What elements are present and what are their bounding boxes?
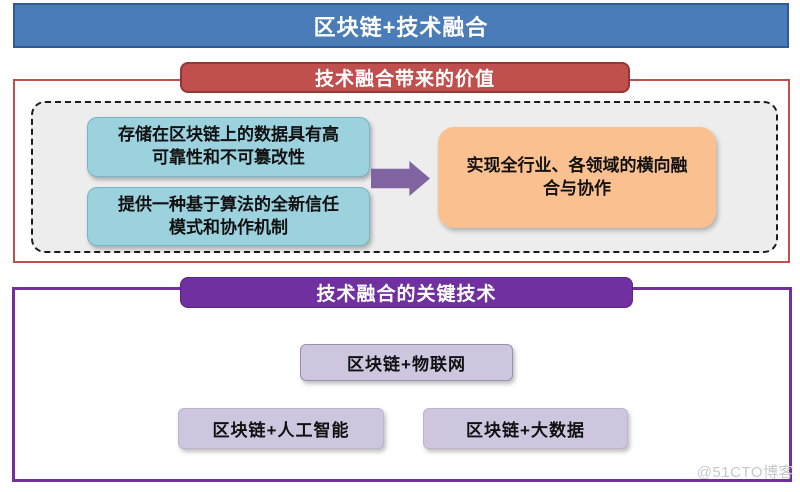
tech-item-blockchain-ai: 区块链+人工智能 xyxy=(178,408,384,449)
outcome-box-cross-industry-fusion: 实现全行业、各领域的横向融 合与协作 xyxy=(438,127,716,228)
cause-box-2-line-1: 提供一种基于算法的全新信任 xyxy=(118,194,339,214)
watermark: @51CTO博客 xyxy=(696,464,794,481)
cause-box-trust-model: 提供一种基于算法的全新信任 模式和协作机制 xyxy=(87,187,370,246)
cause-box-data-reliability: 存储在区块链上的数据具有高 可靠性和不可篡改性 xyxy=(87,117,370,177)
cause-box-1-line-1: 存储在区块链上的数据具有高 xyxy=(118,125,339,145)
outcome-line-2: 合与协作 xyxy=(543,178,611,198)
tech-item-blockchain-ai-label: 区块链+人工智能 xyxy=(212,421,350,440)
main-title-banner: 区块链+技术融合 xyxy=(13,3,789,48)
value-section-title: 技术融合带来的价值 xyxy=(314,69,495,90)
tech-item-blockchain-bigdata: 区块链+大数据 xyxy=(423,408,628,449)
tech-section-header: 技术融合的关键技术 xyxy=(180,277,633,308)
tech-item-blockchain-iot: 区块链+物联网 xyxy=(300,344,513,381)
tech-item-blockchain-bigdata-label: 区块链+大数据 xyxy=(466,421,585,440)
outcome-line-1: 实现全行业、各领域的横向融 xyxy=(466,155,688,175)
tech-section-frame xyxy=(12,287,792,482)
cause-box-1-line-2: 可靠性和不可篡改性 xyxy=(152,148,305,167)
tech-item-blockchain-iot-label: 区块链+物联网 xyxy=(347,355,466,374)
cause-box-2-line-2: 模式和协作机制 xyxy=(169,217,288,237)
main-title: 区块链+技术融合 xyxy=(313,14,489,40)
value-section-header: 技术融合带来的价值 xyxy=(180,62,630,93)
tech-section-title: 技术融合的关键技术 xyxy=(316,284,497,305)
